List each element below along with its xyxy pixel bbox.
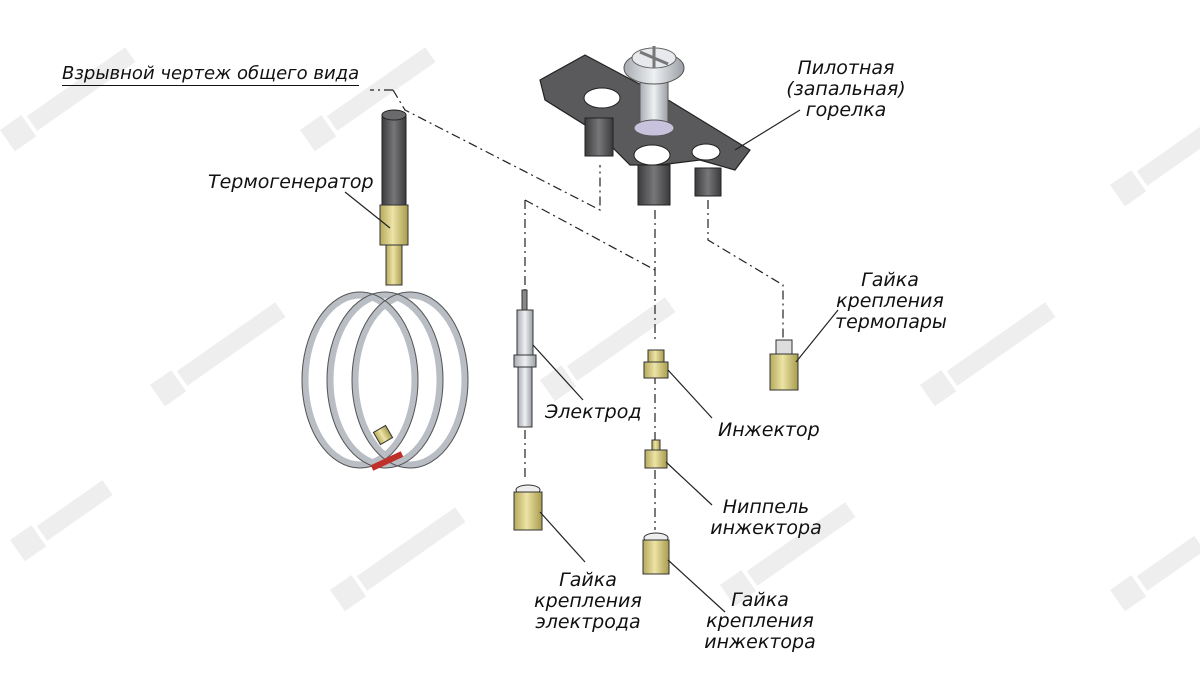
watermark-logo <box>10 480 113 562</box>
label-injector-nut-line3: инжектора <box>704 631 816 653</box>
electrode-nut-part <box>513 484 543 531</box>
watermark-logo <box>1110 102 1200 207</box>
watermark-logo <box>540 297 676 402</box>
label-electrode-nut: Гайка крепления электрода <box>528 570 648 633</box>
leader-thermocouple-nut <box>795 309 839 363</box>
leader-electrode <box>532 344 584 401</box>
label-electrode-nut-line1: Гайка <box>559 569 617 591</box>
watermark-logo <box>0 47 136 152</box>
leader-injector-nipple <box>665 461 713 506</box>
leader-injector-nut <box>667 559 726 613</box>
injector-part <box>643 349 669 379</box>
label-injector-nipple-line2: инжектора <box>710 517 822 539</box>
watermark-logo <box>920 302 1056 407</box>
electrode-part <box>513 289 537 428</box>
watermark-logo <box>720 502 856 607</box>
label-pilot-burner-line3: горелка <box>805 99 887 121</box>
leader-injector <box>667 369 713 419</box>
label-pilot-burner-line1: Пилотная <box>797 57 895 79</box>
thermogenerator-part <box>301 109 469 471</box>
label-injector-nipple-line1: Ниппель <box>722 496 810 518</box>
label-injector-nut: Гайка крепления инжектора <box>700 590 820 653</box>
injector-nipple-part <box>644 439 668 469</box>
watermark-logo <box>300 47 436 152</box>
watermark-logo <box>150 302 286 407</box>
watermark-logo <box>330 507 466 612</box>
leader-electrode-nut <box>539 511 586 563</box>
leader-pilot-burner <box>734 109 801 151</box>
label-thermocouple-nut-line1: Гайка <box>861 269 919 291</box>
label-electrode: Электрод <box>545 401 642 423</box>
label-electrode-nut-line2: крепления <box>534 590 642 612</box>
watermark-logo <box>1110 535 1200 612</box>
label-thermogenerator: Термогенератор <box>208 171 374 193</box>
assembly-dash-lines <box>370 89 784 530</box>
label-thermocouple-nut-line3: термопары <box>835 311 947 333</box>
label-pilot-burner-line2: (запальная) <box>786 78 906 100</box>
pilot-burner-part <box>539 46 751 206</box>
label-injector: Инжектор <box>718 419 820 441</box>
injector-nut-part <box>642 532 670 575</box>
leader-thermogenerator <box>344 191 391 229</box>
watermark-group <box>0 47 1200 612</box>
thermocouple-nut-part <box>769 339 799 391</box>
drawing-title: Взрывной чертеж общего вида <box>62 63 360 86</box>
label-injector-nut-line1: Гайка <box>731 589 789 611</box>
label-injector-nut-line2: крепления <box>706 610 814 632</box>
label-thermocouple-nut-line2: крепления <box>836 290 944 312</box>
label-injector-nipple: Ниппель инжектора <box>706 497 826 539</box>
label-thermocouple-nut: Гайка крепления термопары <box>835 269 947 333</box>
label-electrode-nut-line3: электрода <box>535 611 641 633</box>
label-pilot-burner: Пилотная (запальная) горелка <box>786 58 906 121</box>
